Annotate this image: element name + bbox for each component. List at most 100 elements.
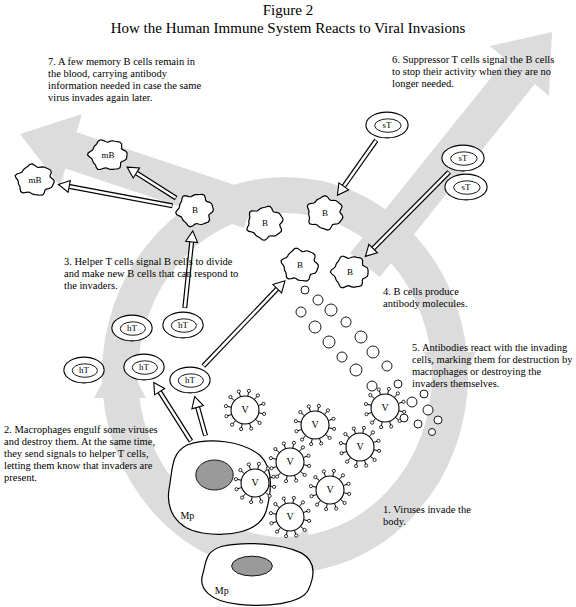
arrowhead bbox=[273, 281, 285, 293]
virus-spike-tip bbox=[303, 473, 306, 476]
figure-title: How the Human Immune System Reacts to Vi… bbox=[0, 19, 576, 37]
cell-label: Mp bbox=[215, 586, 229, 596]
suppressor-t-cell: sT bbox=[441, 144, 485, 172]
helper-t-cell: hT bbox=[63, 356, 105, 384]
virus-spike-tip bbox=[325, 508, 328, 511]
cell-label: hT bbox=[127, 323, 137, 333]
cell-label: mB bbox=[101, 150, 114, 160]
virus-spike-tip bbox=[260, 500, 263, 503]
virus-spike-tip bbox=[371, 431, 374, 434]
virus-spike-tip bbox=[398, 419, 401, 422]
branch-arrowhead bbox=[20, 114, 82, 186]
arrow-shaft-fill bbox=[342, 141, 376, 189]
signal-arrow bbox=[58, 181, 172, 206]
b-cell: B bbox=[245, 205, 285, 241]
cell-nucleus bbox=[451, 152, 477, 165]
virus-spike-tip bbox=[274, 447, 277, 450]
virus-spike-tip bbox=[269, 457, 272, 460]
cell-label: B bbox=[322, 208, 328, 218]
virus-spike-tip bbox=[341, 474, 344, 477]
virus-capsid bbox=[346, 433, 374, 461]
cell-label: sT bbox=[462, 182, 471, 192]
arrowhead bbox=[365, 244, 377, 256]
cell-nucleus bbox=[232, 556, 273, 576]
cell-label: hT bbox=[178, 320, 188, 330]
virus-spike-tip bbox=[347, 482, 350, 485]
signal-arrow bbox=[337, 140, 376, 195]
arrow-shaft-fill bbox=[204, 287, 279, 366]
virus-spike-tip bbox=[269, 512, 272, 515]
virus-spike-tip bbox=[300, 438, 303, 441]
virus-spike-tip bbox=[258, 421, 261, 424]
cell-nucleus bbox=[454, 181, 480, 194]
cell-label: V bbox=[286, 512, 293, 522]
virus-spike-tip bbox=[250, 427, 253, 430]
virus-spike-tip bbox=[377, 439, 380, 442]
cell-membrane bbox=[170, 367, 210, 393]
virus: V bbox=[308, 468, 352, 512]
cell-nucleus bbox=[72, 364, 97, 377]
helper-t-cell: hT bbox=[162, 311, 204, 339]
virus-spike-tip bbox=[365, 413, 368, 416]
virus-spike-tip bbox=[247, 463, 250, 466]
cell-label: V bbox=[311, 420, 318, 430]
virus-spike-tip bbox=[362, 426, 365, 429]
cell-label: hT bbox=[139, 362, 149, 372]
cell-nucleus bbox=[171, 319, 196, 332]
suppressor-t-cell: sT bbox=[444, 173, 488, 201]
virus-spike-tip bbox=[237, 390, 240, 393]
figure-number: Figure 2 bbox=[0, 1, 576, 19]
virus-capsid bbox=[301, 411, 329, 439]
virus-spike-tip bbox=[230, 423, 233, 426]
cell-membrane bbox=[64, 357, 104, 383]
virus-spike-tip bbox=[270, 522, 273, 525]
signal-arrow bbox=[185, 231, 198, 308]
virus-spike-tip bbox=[295, 534, 298, 537]
arrow-shaft-fill bbox=[67, 186, 172, 206]
cell-nucleus bbox=[375, 119, 401, 132]
b-cell: B bbox=[330, 254, 370, 290]
signal-arrow bbox=[192, 397, 206, 436]
virus-spike-tip bbox=[315, 503, 318, 506]
virus-capsid bbox=[231, 396, 259, 424]
helper-t-cell: hT bbox=[169, 366, 211, 394]
virus-spike-tip bbox=[380, 426, 383, 429]
virus-spike-tip bbox=[343, 501, 346, 504]
cell-label: V bbox=[286, 457, 293, 467]
cell-membrane bbox=[247, 206, 283, 240]
cell-label: B bbox=[192, 205, 198, 215]
virus-spike-tip bbox=[294, 420, 297, 423]
virus-spike-tip bbox=[247, 389, 250, 392]
cell-label: sT bbox=[459, 153, 468, 163]
step-callout: 4. B cells produce antibody molecules. bbox=[383, 286, 485, 310]
memory-b-cell: mB bbox=[87, 138, 129, 172]
cell-nucleus bbox=[120, 322, 145, 335]
step-callout: 5. Antibodies react with the invading ce… bbox=[412, 342, 575, 390]
virus-capsid bbox=[276, 503, 304, 531]
virus-spike-tip bbox=[239, 468, 242, 471]
cell-membrane bbox=[330, 256, 368, 288]
cell-label: B bbox=[297, 260, 303, 270]
virus-spike-tip bbox=[308, 519, 311, 522]
virus-spike-tip bbox=[317, 404, 320, 407]
signal-arrow bbox=[365, 172, 449, 256]
b-cell: B bbox=[280, 247, 320, 283]
branch-arrow-shaft bbox=[365, 72, 520, 265]
virus-spike-tip bbox=[274, 502, 277, 505]
virus-spike-tip bbox=[340, 452, 343, 455]
virus-spike-tip bbox=[335, 507, 338, 510]
virus-spike-tip bbox=[344, 432, 347, 435]
arrow-shaft-fill bbox=[197, 405, 205, 435]
virus: V bbox=[223, 388, 267, 432]
virus-spike-tip bbox=[285, 480, 288, 483]
macrophage: Mp bbox=[198, 541, 318, 607]
virus-spike-tip bbox=[333, 427, 336, 430]
virus-spike-tip bbox=[275, 530, 278, 533]
virus-spike-tip bbox=[240, 496, 243, 499]
virus-spike-tip bbox=[295, 479, 298, 482]
virus-spike-tip bbox=[308, 464, 311, 467]
cell-label: sT bbox=[383, 120, 392, 130]
virus-spike-tip bbox=[307, 509, 310, 512]
macrophage-outline bbox=[198, 541, 318, 607]
